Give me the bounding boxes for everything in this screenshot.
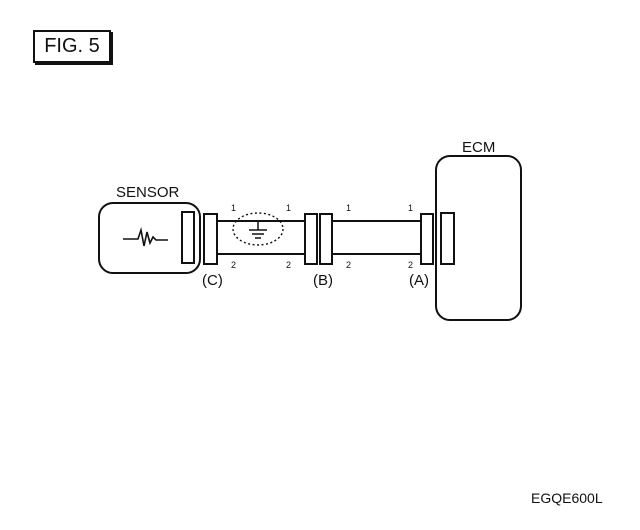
- pin-label-b-left-1: 1: [286, 203, 292, 213]
- ecm-label: ECM: [462, 139, 496, 156]
- connector-a: [420, 213, 434, 265]
- pin-label-b-left-2: 2: [286, 260, 292, 270]
- ground-symbol-icon: [249, 221, 267, 239]
- figure-label: FIG. 5: [33, 30, 111, 63]
- image-code: EGQE600L: [531, 490, 603, 506]
- ecm-terminal: [440, 212, 455, 265]
- pin-label-b-right-1: 1: [346, 203, 352, 213]
- pin-label-c-1: 1: [231, 203, 237, 213]
- pin-label-b-right-2: 2: [346, 260, 352, 270]
- connector-b-label: (B): [313, 272, 333, 289]
- connector-b-left: [304, 213, 318, 265]
- sensor-terminal: [181, 211, 195, 264]
- sensor-waveform-icon: [123, 226, 168, 247]
- pin-label-c-2: 2: [231, 260, 237, 270]
- connector-c-label: (C): [202, 272, 223, 289]
- pin-label-a-1: 1: [408, 203, 414, 213]
- connector-b-right: [319, 213, 333, 265]
- sensor-label: SENSOR: [116, 184, 180, 201]
- figure-label-text: FIG. 5: [44, 35, 100, 57]
- sensor-body: [98, 202, 201, 274]
- shield-ellipse: [232, 212, 284, 246]
- ecm-body: [435, 155, 522, 321]
- connector-a-label: (A): [409, 272, 429, 289]
- pin-label-a-2: 2: [408, 260, 414, 270]
- connector-c: [203, 213, 218, 265]
